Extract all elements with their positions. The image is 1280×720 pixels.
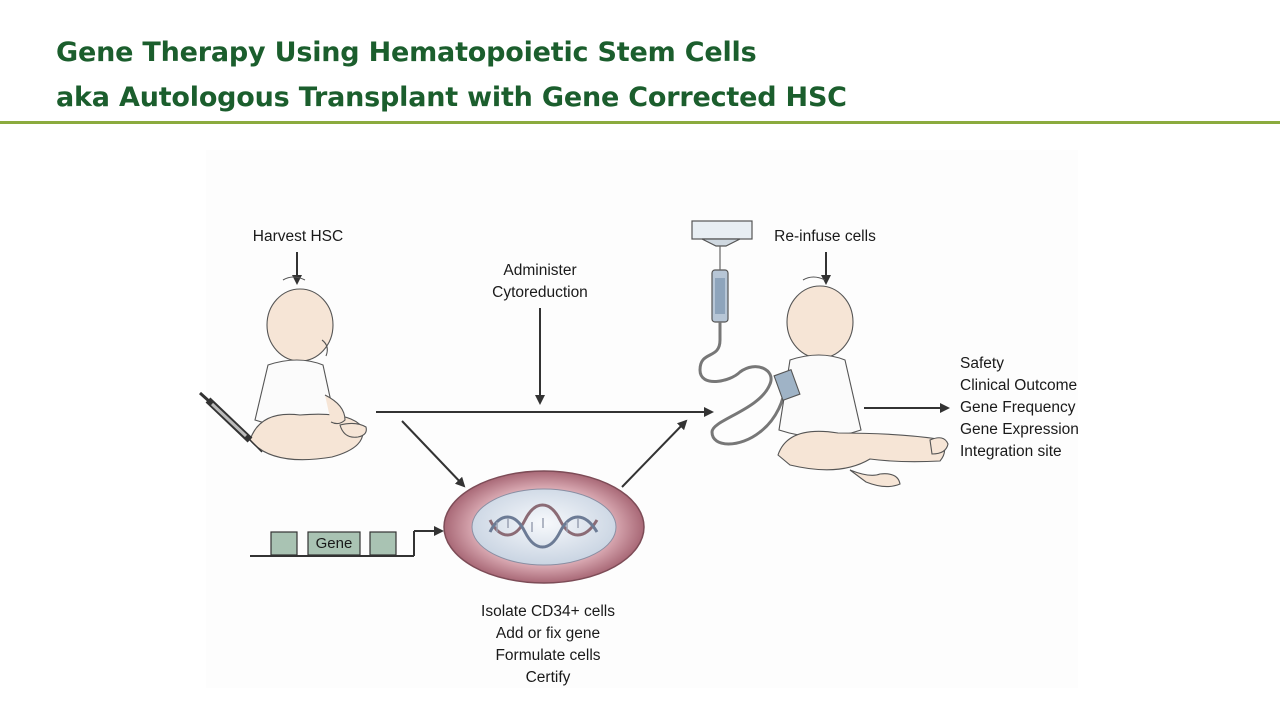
cell-icon	[443, 470, 645, 584]
cell-step-item: Isolate CD34+ cells	[481, 603, 615, 620]
dna-helix-icon	[488, 503, 599, 549]
outcome-item: Clinical Outcome	[960, 377, 1078, 394]
baby-right-illustration	[773, 276, 949, 488]
cell-step-item: Add or fix gene	[495, 625, 601, 642]
outcome-item: Integration site	[960, 443, 1062, 460]
gene-box-left	[270, 531, 298, 556]
gene-box	[307, 531, 361, 556]
administer-line-2: Cytoreduction	[492, 284, 588, 301]
cell-steps: Isolate CD34+ cells Add or fix gene Form…	[448, 601, 648, 689]
from-cell-arrow	[621, 419, 688, 488]
outcomes-list: Safety Clinical Outcome Gene Frequency G…	[960, 353, 1110, 463]
title-line-2: aka Autologous Transplant with Gene Corr…	[56, 82, 847, 113]
gene-construct	[250, 526, 444, 557]
syringe-icon	[198, 391, 263, 453]
to-cell-arrow	[401, 420, 466, 488]
title-line-1: Gene Therapy Using Hematopoietic Stem Ce…	[56, 37, 757, 68]
baby-left-illustration	[249, 276, 367, 461]
gene-label: Gene	[315, 535, 353, 552]
reinfuse-label: Re-infuse cells	[774, 228, 876, 245]
administer-line-1: Administer	[503, 262, 577, 279]
cell-step-item: Certify	[525, 669, 571, 686]
gene-box-right	[369, 531, 397, 556]
administer-label: Administer Cytoreduction	[470, 260, 610, 304]
outcome-item: Safety	[960, 355, 1004, 372]
title-divider	[0, 121, 1280, 124]
outcome-item: Gene Expression	[960, 421, 1079, 438]
slide-title: Gene Therapy Using Hematopoietic Stem Ce…	[56, 30, 847, 120]
iv-bag-icon	[691, 220, 786, 446]
outcome-item: Gene Frequency	[960, 399, 1076, 416]
harvest-label: Harvest HSC	[252, 228, 344, 245]
cell-step-item: Formulate cells	[495, 647, 601, 664]
